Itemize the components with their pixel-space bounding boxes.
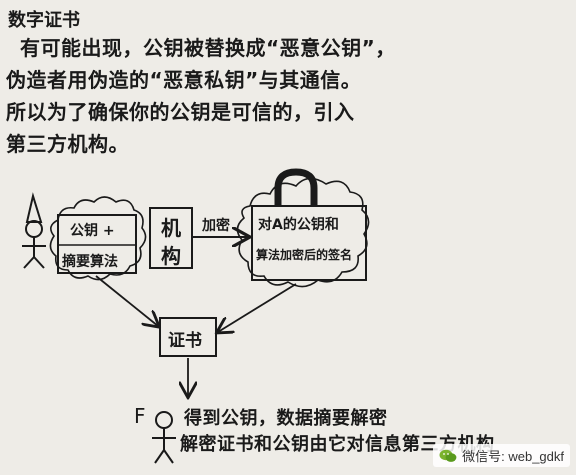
person-bottom-label: F <box>134 404 146 428</box>
left-box-line-2: 摘要算法 <box>62 254 118 270</box>
encrypt-label: 加密 <box>202 218 230 234</box>
certificate-label: 证书 <box>168 331 202 351</box>
right-box-line-1: 对A的公钥和 <box>258 217 339 233</box>
arrow-left-to-certificate <box>95 275 158 326</box>
left-box-frame <box>57 214 137 274</box>
bottom-text-line-2: 解密证书和公钥由它对信息第三方机构 <box>180 434 495 455</box>
certificate-box-frame <box>159 317 217 357</box>
left-cloud <box>49 196 147 281</box>
paragraph-line-3: 所以为了确保你的公钥是可信的，引入 <box>6 100 355 124</box>
watermark: 微信号: web_gdkf <box>433 444 570 467</box>
agency-line-1: 机 <box>161 216 181 240</box>
paragraph-line-2: 伪造者用伪造的“恶意私钥”与其通信。 <box>6 68 362 92</box>
person-left-icon <box>22 192 46 269</box>
bottom-text-line-1: 得到公钥，数据摘要解密 <box>184 408 388 429</box>
agency-line-2: 构 <box>161 244 181 268</box>
lock-shackle-icon <box>274 168 318 206</box>
person-bottom-icon <box>152 411 176 464</box>
paragraph-line-1: 有可能出现，公钥被替换成“恶意公钥”， <box>20 36 396 60</box>
right-box-frame <box>251 205 367 281</box>
right-box-line-2: 算法加密后的签名 <box>256 248 353 262</box>
arrow-right-to-certificate <box>218 283 297 332</box>
left-box-line-1: 公钥 + <box>70 223 115 239</box>
page-title: 数字证书 <box>8 10 80 31</box>
watermark-text: 微信号: web_gdkf <box>462 449 564 464</box>
wechat-icon <box>439 449 457 462</box>
paragraph-line-4: 第三方机构。 <box>6 132 129 156</box>
